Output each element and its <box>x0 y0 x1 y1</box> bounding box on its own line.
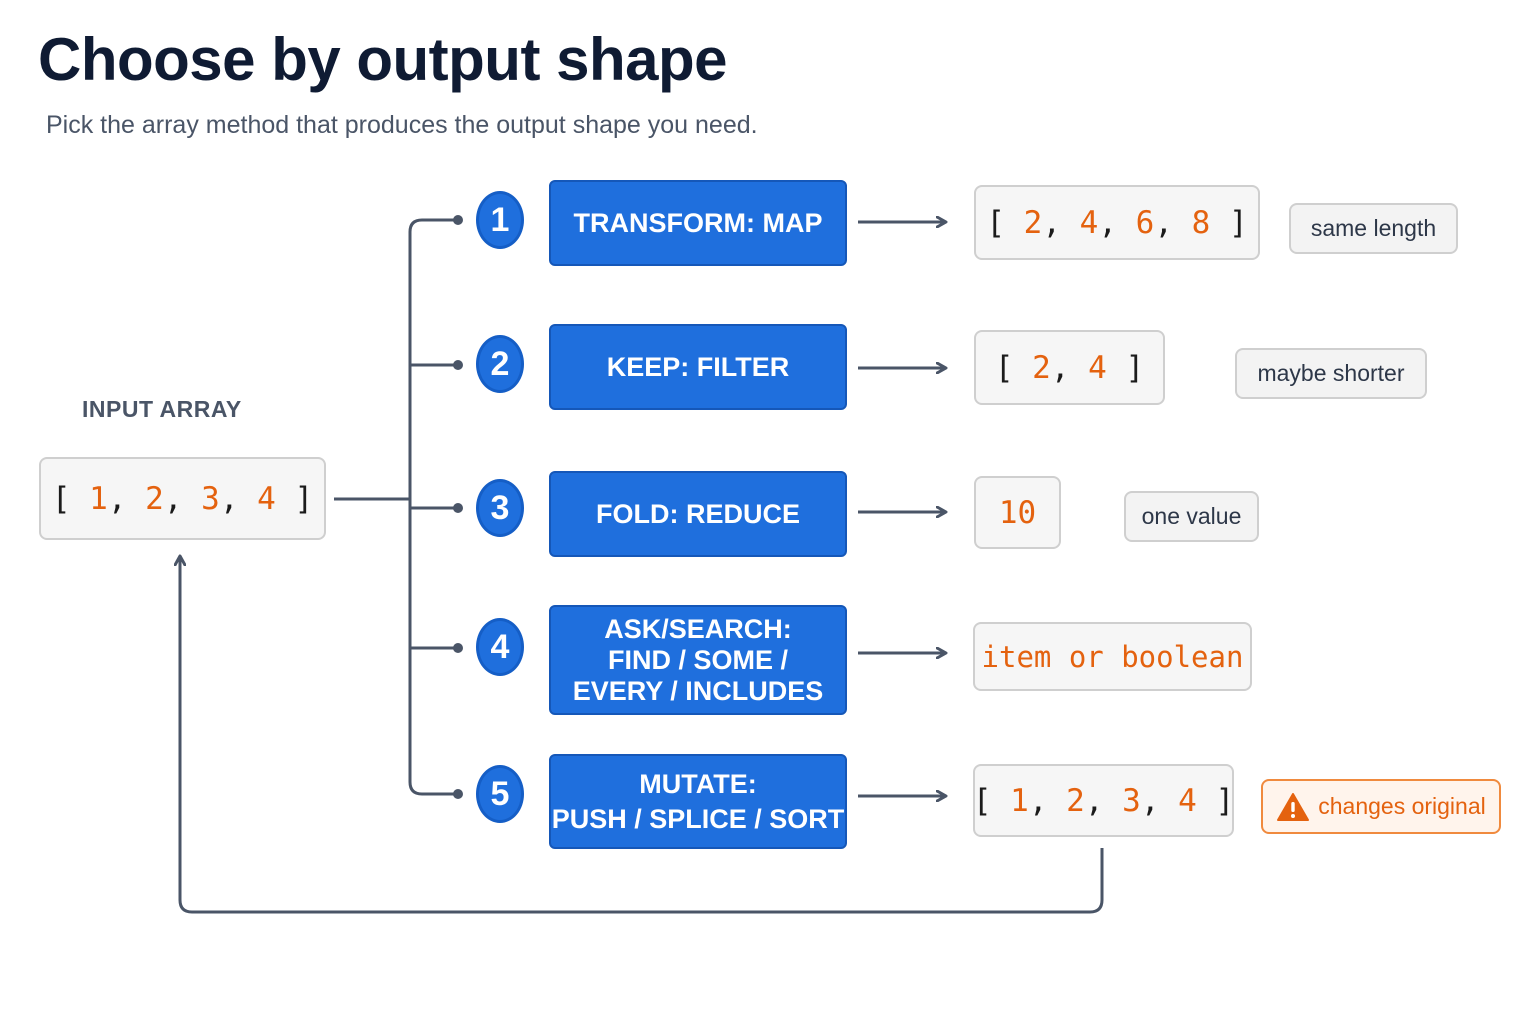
method-label-line: EVERY / INCLUDES <box>572 675 824 706</box>
method-label-line: FIND / SOME / <box>607 644 788 675</box>
method-box-map: TRANSFORM: MAP <box>549 180 847 266</box>
step-badge-4: 4 <box>476 618 524 676</box>
input-array-box: [ 1, 2, 3, 4 ] <box>39 457 326 540</box>
method-box-filter: KEEP: FILTER <box>549 324 847 410</box>
array-element: 2 <box>1066 782 1085 819</box>
branch-dot-2 <box>453 360 463 370</box>
note-changes-original: changes original <box>1261 779 1501 834</box>
array-element: 1 <box>89 480 108 517</box>
warning-icon <box>1277 792 1310 821</box>
array-element: 4 <box>1178 782 1197 819</box>
array-element: 6 <box>1135 204 1155 241</box>
array-separator: , <box>219 480 258 517</box>
array-element: 2 <box>1032 349 1051 386</box>
step-badge-1: 1 <box>476 191 524 249</box>
branch-dot-5 <box>453 789 463 799</box>
array-element: 2 <box>145 480 164 517</box>
step-badge-3: 3 <box>476 479 524 537</box>
array-separator: , <box>1084 782 1123 819</box>
array-separator: , <box>1140 782 1179 819</box>
array-element: 4 <box>1088 349 1107 386</box>
bracket-open: [ <box>51 480 90 517</box>
method-label-line: ASK/SEARCH: <box>604 613 792 644</box>
output-box-filter: [ 2, 4 ] <box>974 330 1165 405</box>
method-label-line: TRANSFORM: MAP <box>573 207 823 238</box>
page-title: Choose by output shape <box>38 26 728 93</box>
array-separator: , <box>1154 204 1192 241</box>
method-label-line: KEEP: FILTER <box>606 351 790 382</box>
output-box-reduce: 10 <box>974 476 1061 549</box>
note-label: changes original <box>1318 793 1486 819</box>
trunk-line <box>408 218 458 796</box>
array-element: 3 <box>201 480 220 517</box>
branch-dot-3 <box>453 503 463 513</box>
method-box-reduce: FOLD: REDUCE <box>549 471 847 557</box>
array-element: 1 <box>1010 782 1029 819</box>
note-one-value: one value <box>1124 491 1259 542</box>
method-box-search: ASK/SEARCH: FIND / SOME / EVERY / INCLUD… <box>549 605 847 715</box>
array-element: 4 <box>257 480 276 517</box>
method-label-line: MUTATE: <box>639 768 757 799</box>
mutation-feedback-arrow <box>180 556 1104 914</box>
bracket-open: [ <box>994 349 1033 386</box>
method-box-mutate: MUTATE: PUSH / SPLICE / SORT <box>549 754 847 849</box>
array-separator: , <box>163 480 202 517</box>
output-box-search: item or boolean <box>973 622 1252 691</box>
array-separator: , <box>1042 204 1080 241</box>
output-box-map: [ 2, 4, 6, 8 ] <box>974 185 1260 260</box>
note-same-length: same length <box>1289 203 1458 254</box>
array-separator: , <box>1098 204 1136 241</box>
step-badge-5: 5 <box>476 765 524 823</box>
bracket-close: ] <box>1210 204 1248 241</box>
step-badge-2: 2 <box>476 335 524 393</box>
method-label-line: FOLD: REDUCE <box>596 498 800 529</box>
bracket-close: ] <box>1196 782 1235 819</box>
bracket-close: ] <box>1106 349 1145 386</box>
array-separator: , <box>1050 349 1089 386</box>
method-label-line: PUSH / SPLICE / SORT <box>551 803 845 834</box>
bracket-open: [ <box>972 782 1011 819</box>
branch-dot-1 <box>453 215 463 225</box>
bracket-open: [ <box>986 204 1024 241</box>
array-separator: , <box>1028 782 1067 819</box>
output-box-mutate: [ 1, 2, 3, 4 ] <box>973 764 1234 837</box>
bracket-close: ] <box>275 480 314 517</box>
array-separator: , <box>107 480 146 517</box>
note-maybe-shorter: maybe shorter <box>1235 348 1427 399</box>
branch-dot-4 <box>453 643 463 653</box>
array-element: 3 <box>1122 782 1141 819</box>
array-element: 4 <box>1079 204 1099 241</box>
page-subtitle: Pick the array method that produces the … <box>46 111 758 139</box>
input-array-label: INPUT ARRAY <box>82 396 242 422</box>
array-element: 2 <box>1023 204 1043 241</box>
array-element: 8 <box>1191 204 1211 241</box>
